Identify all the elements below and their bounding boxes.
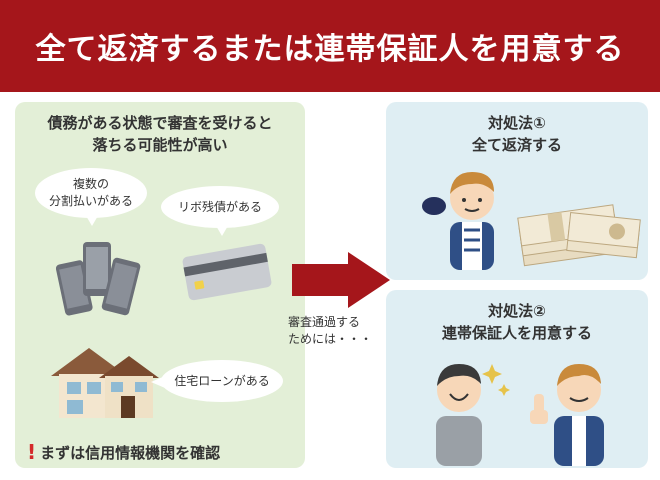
bubble-installments: 複数の 分割払いがある bbox=[35, 168, 147, 218]
bubble-mortgage: 住宅ローンがある bbox=[161, 360, 283, 402]
left-panel-title: 債務がある状態で審査を受けると 落ちる可能性が高い bbox=[47, 114, 273, 154]
exclamation-icon: ! bbox=[27, 440, 37, 464]
guarantor-men-icon bbox=[436, 364, 604, 466]
bubble-revolving: リボ残債がある bbox=[161, 186, 279, 228]
smartphones-icon bbox=[55, 242, 141, 316]
option2-title: 対処法② 連帯保証人を用意する bbox=[441, 302, 592, 342]
cash-bundle-icon bbox=[517, 204, 641, 267]
arrow-right-icon bbox=[292, 252, 390, 308]
option1-title: 対処法① 全て返済する bbox=[471, 114, 562, 154]
credit-card-icon bbox=[182, 243, 272, 301]
header-banner: 全て返済するまたは連帯保証人を用意する bbox=[0, 0, 660, 92]
arrow-caption: 審査通過する ためには・・・ bbox=[288, 315, 373, 346]
left-panel: 債務がある状態で審査を受けると 落ちる可能性が高い 複数の 分割払いがある リボ… bbox=[15, 102, 305, 468]
option2-panel: 対処法② 連帯保証人を用意する bbox=[386, 290, 648, 468]
credit-bureau-note: ! まずは信用情報機関を確認 bbox=[27, 440, 221, 464]
page-title: 全て返済するまたは連帯保証人を用意する bbox=[35, 32, 625, 67]
wallet-man-icon bbox=[422, 172, 494, 270]
bubble-tail bbox=[215, 224, 229, 236]
bubble-tail bbox=[85, 214, 99, 226]
house-icon bbox=[51, 348, 159, 418]
option1-panel: 対処法① 全て返済する bbox=[386, 102, 648, 280]
bubble-tail bbox=[151, 376, 165, 388]
